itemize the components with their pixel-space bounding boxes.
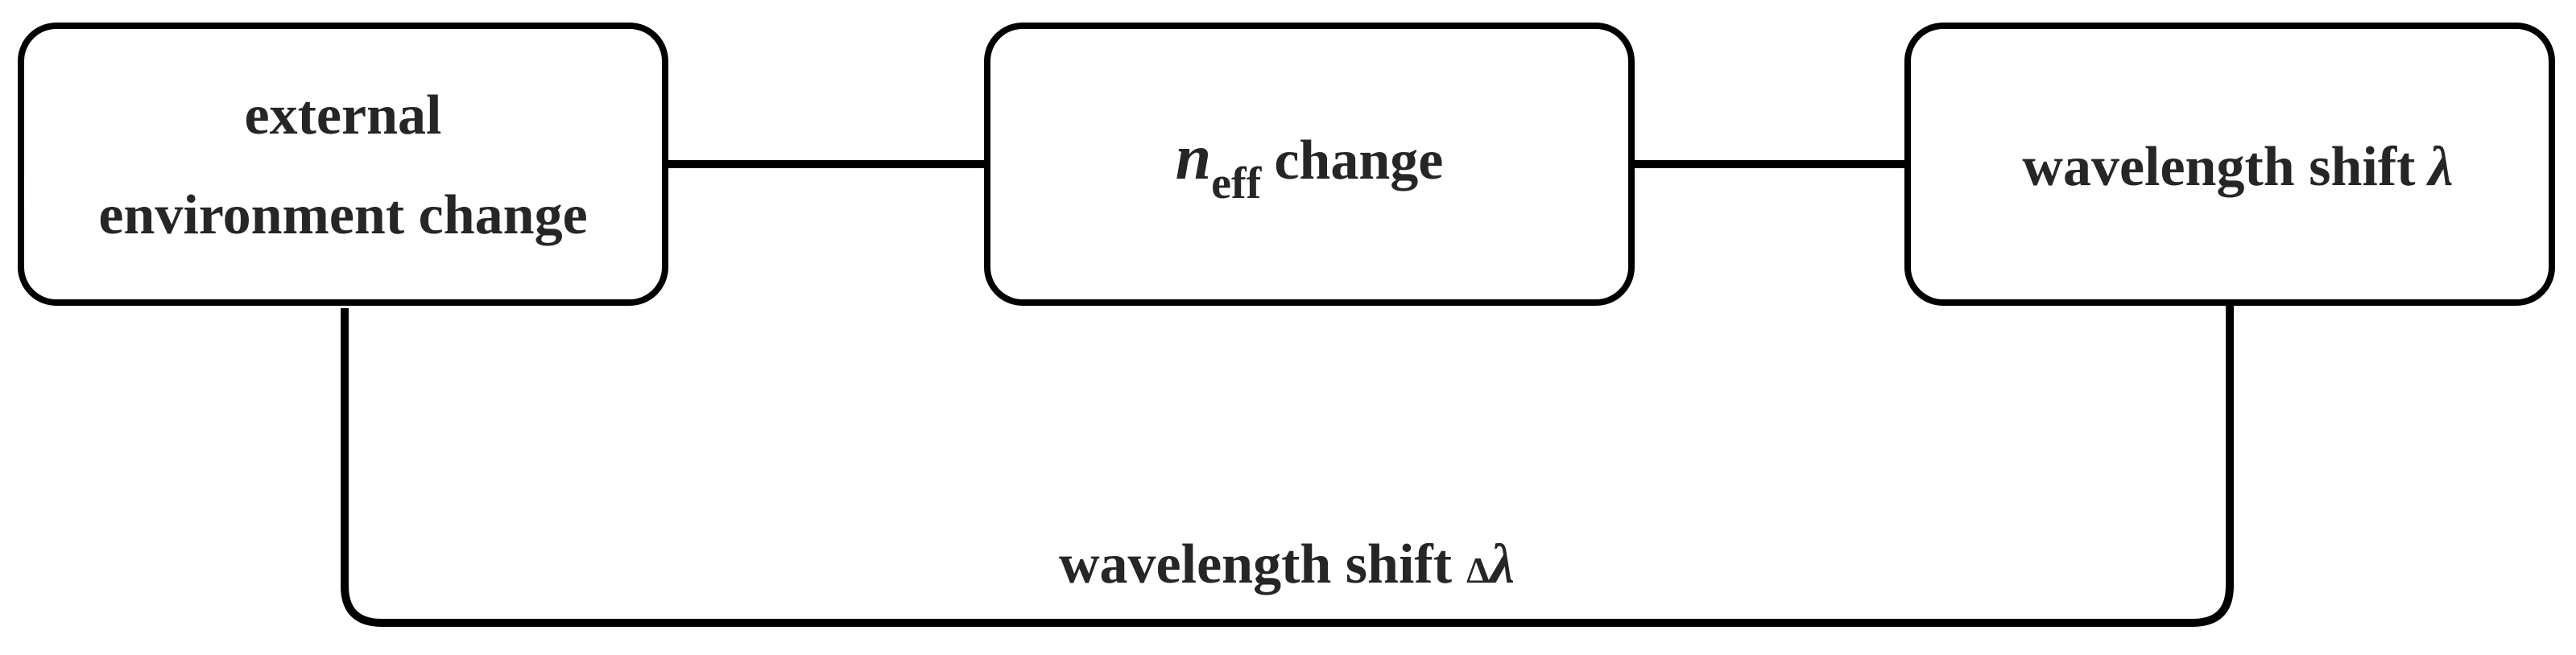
arrow-feedback-wavelength-to-external (341, 306, 2234, 627)
node-wavelength-box (1904, 23, 2555, 306)
node-external-box (18, 23, 668, 306)
node-neff-subscript: eff (1211, 159, 1263, 208)
node-external-label-line1: external (245, 84, 442, 146)
node-external-environment-change: external environment change (18, 23, 668, 306)
node-neff-text: change (1274, 130, 1443, 192)
node-wavelength-symbol: λ (2425, 136, 2453, 198)
edge-feedback-label: wavelength shift Δλ (1059, 533, 1515, 595)
edge-feedback-symbol: λ (1487, 533, 1515, 595)
node-neff-symbol: n (1176, 122, 1212, 193)
node-wavelength-text: wavelength shift (2022, 136, 2415, 198)
node-neff-box (984, 23, 1635, 306)
edge-feedback-delta: Δ (1466, 550, 1490, 591)
node-external-label-line2: environment change (98, 184, 587, 246)
edge-feedback-text: wavelength shift (1059, 533, 1452, 595)
